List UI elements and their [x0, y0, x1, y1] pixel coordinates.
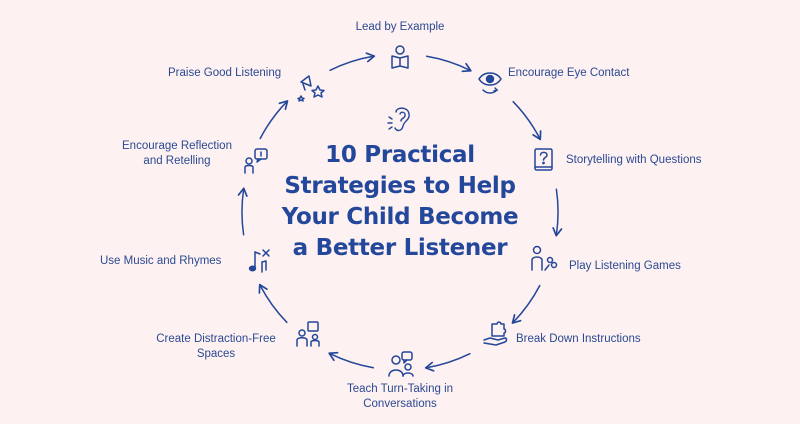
strategy-label-break-down: Break Down Instructions [516, 333, 641, 345]
strategy-label-storytelling: Storytelling with Questions [566, 154, 702, 166]
puzzle-hand-icon [483, 321, 508, 346]
label-line: Conversations [363, 398, 437, 410]
people-talking-icon [388, 351, 414, 377]
question-book-icon [534, 148, 553, 171]
person-speech-icon [244, 148, 268, 174]
diagram-title: 10 Practical Strategies to Help Your Chi… [240, 140, 560, 264]
cycle-arrow-8 [237, 187, 248, 236]
label-line: and Retelling [143, 155, 211, 167]
strategy-label-listening-games: Play Listening Games [569, 260, 681, 272]
strategy-label-music-rhymes: Use Music and Rhymes [100, 255, 222, 267]
strategy-label-distraction-free: Create Distraction-Free Spaces [148, 332, 284, 362]
eye-icon [478, 72, 502, 94]
label-line: Create Distraction-Free [156, 333, 276, 345]
kids-playing-icon [531, 245, 558, 271]
cycle-arrow-3 [552, 188, 563, 237]
label-line: Teach Turn-Taking in [346, 383, 454, 395]
cycle-arrow-10 [329, 52, 376, 72]
ear-icon [387, 107, 410, 132]
cycle-arrow-7 [258, 283, 288, 324]
title-line: Your Child Become [281, 204, 519, 230]
title-line: a Better Listener [292, 235, 508, 261]
megaphone-stars-icon [297, 75, 325, 102]
strategy-label-reflection: Encourage Reflection and Retelling [116, 139, 238, 169]
cycle-arrow-5 [424, 352, 471, 372]
music-notes-icon [248, 249, 270, 273]
title-line: Strategies to Help [284, 173, 516, 199]
title-line: 10 Practical [325, 142, 475, 168]
cycle-arrow-4 [511, 284, 541, 324]
strategy-label-eye-contact: Encourage Eye Contact [508, 67, 630, 79]
cycle-arrow-6 [328, 351, 375, 369]
label-line: Spaces [196, 348, 236, 360]
teacher-with-book-icon [391, 45, 409, 69]
strategy-label-turn-taking: Teach Turn-Taking in Conversations [330, 382, 470, 412]
label-line: Encourage Reflection [122, 140, 232, 152]
cycle-arrow-9 [259, 100, 289, 140]
strategy-label-lead-by-example: Lead by Example [355, 21, 445, 33]
family-room-icon [296, 321, 320, 347]
strategy-label-praise: Praise Good Listening [168, 67, 282, 79]
cycle-arrow-1 [425, 55, 472, 73]
cycle-arrow-2 [512, 100, 542, 141]
